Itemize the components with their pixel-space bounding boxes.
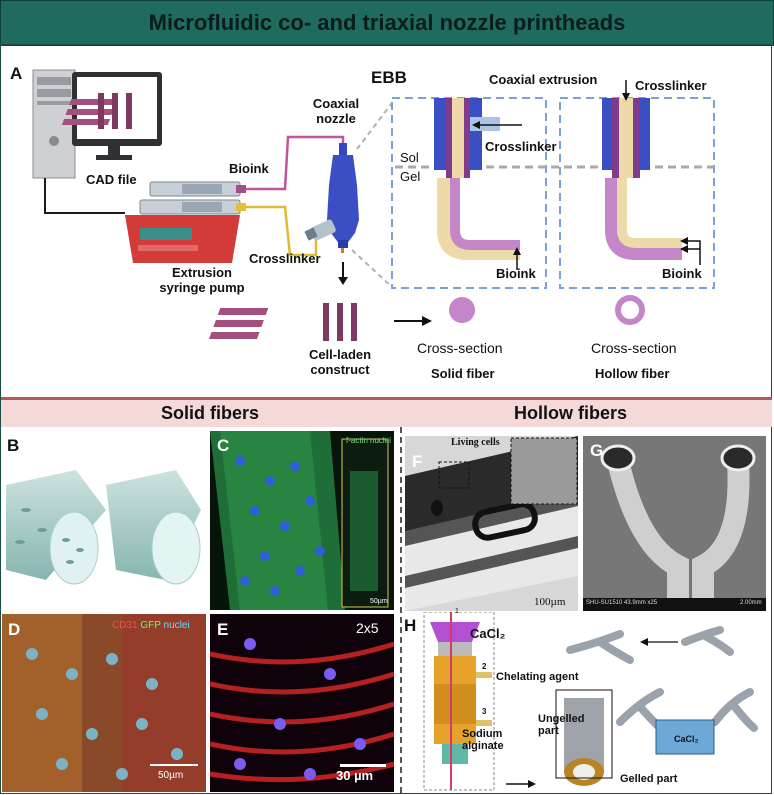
panel-f-label: F [412, 452, 423, 471]
panel-d-scale-bar [150, 764, 198, 766]
figure-title: Microfluidic co- and triaxial nozzle pri… [148, 10, 626, 35]
gelled-tube-cross-section [555, 689, 613, 786]
cad-file-label: CAD file [86, 172, 137, 187]
hollow-fiber-nozzle-diagram [602, 80, 701, 265]
panel-a-label: A [10, 64, 23, 83]
panel-d-image [2, 614, 206, 792]
panel-g-image [583, 436, 766, 611]
cacl2-label: CaCl₂ [470, 626, 506, 641]
panel-g-footer: SHU-SU1510 43.9mm x25 [586, 600, 658, 606]
sodium-alginate-label: Sodium alginate [462, 728, 504, 752]
construct-label: Cell-laden construct [308, 347, 372, 377]
panel-d-label: D [8, 620, 21, 639]
channel-3-label: 3 [482, 707, 487, 716]
crosslinker-side-label: Crosslinker [485, 139, 557, 154]
sol-label: Sol [400, 150, 419, 165]
bioink-hollow-label: Bioink [662, 266, 702, 281]
coaxial-nozzle-label: Coaxial nozzle [312, 96, 360, 126]
hollow-fiber-label: Hollow fiber [595, 366, 670, 381]
section-header-bar: Solid fibers Hollow fibers [1, 397, 772, 427]
panel-b-illustration [6, 470, 201, 585]
coaxial-extrusion-label: Coaxial extrusion [489, 72, 598, 87]
bath-label: CaCl₂ [674, 734, 699, 744]
channel-2-label: 2 [482, 662, 487, 671]
panel-a-illustration [32, 69, 715, 341]
crosslinker-label: Crosslinker [249, 251, 321, 266]
cross-section-label-1: Cross-section [417, 340, 503, 356]
panel-h-illustration [423, 612, 758, 791]
panel-e-tag: 2x5 [356, 620, 379, 636]
panel-e-label: E [217, 620, 229, 639]
ebb-label: EBB [371, 68, 407, 87]
coaxial-nozzle-icon [304, 143, 359, 253]
figure-title-bar: Microfluidic co- and triaxial nozzle pri… [0, 0, 774, 46]
solid-fiber-cross-section [449, 297, 475, 323]
panel-f-image [405, 436, 578, 611]
panel-c-legend: f-actin nuclei [346, 436, 391, 445]
solid-fibers-heading: Solid fibers [161, 403, 260, 423]
solid-fiber-label: Solid fiber [431, 366, 495, 381]
panel-e-scale-bar [340, 764, 386, 767]
ungelled-part-label: Ungelled part [538, 713, 585, 737]
bioink-label: Bioink [229, 161, 269, 176]
legend-nuclei: nuclei [163, 620, 190, 631]
syringe-pump-icon [125, 181, 246, 263]
panel-c-scale: 50µm [370, 598, 388, 605]
panel-g-label: G [590, 441, 604, 460]
panel-h-label: H [404, 616, 417, 635]
gel-label: Gel [400, 169, 421, 184]
chelating-agent-label: Chelating agent [496, 671, 579, 683]
legend-cd31: CD31 [112, 620, 138, 631]
legend-gfp: GFP [140, 620, 161, 631]
living-cells-label: Living cells [451, 437, 500, 448]
monitor-icon [61, 72, 162, 160]
bioink-solid-label: Bioink [496, 266, 536, 281]
gelled-part-label: Gelled part [620, 773, 678, 785]
panel-e-image [210, 614, 394, 792]
panel-d-legend: CD31 GFP nuclei [112, 620, 190, 631]
panel-f-scale: 100µm [534, 596, 566, 608]
hollow-fibers-heading: Hollow fibers [514, 403, 628, 423]
channel-1-label: 1 [455, 608, 459, 615]
panel-c-image [210, 431, 394, 610]
panel-c-label: C [217, 436, 230, 455]
panel-d-scale: 50µm [158, 770, 184, 781]
panel-e-scale: 30 µm [336, 768, 374, 783]
pump-label: Extrusion syringe pump [159, 265, 245, 295]
hollow-fiber-cross-section [615, 295, 645, 325]
solid-fiber-nozzle-diagram [434, 98, 522, 270]
section-divider [400, 427, 402, 793]
panel-b-label: B [7, 436, 20, 455]
cell-laden-construct-icon [208, 303, 357, 341]
crosslinker-top-label: Crosslinker [635, 78, 707, 93]
cross-section-label-2: Cross-section [591, 340, 677, 356]
panel-g-scale: 2.00mm [740, 600, 762, 606]
